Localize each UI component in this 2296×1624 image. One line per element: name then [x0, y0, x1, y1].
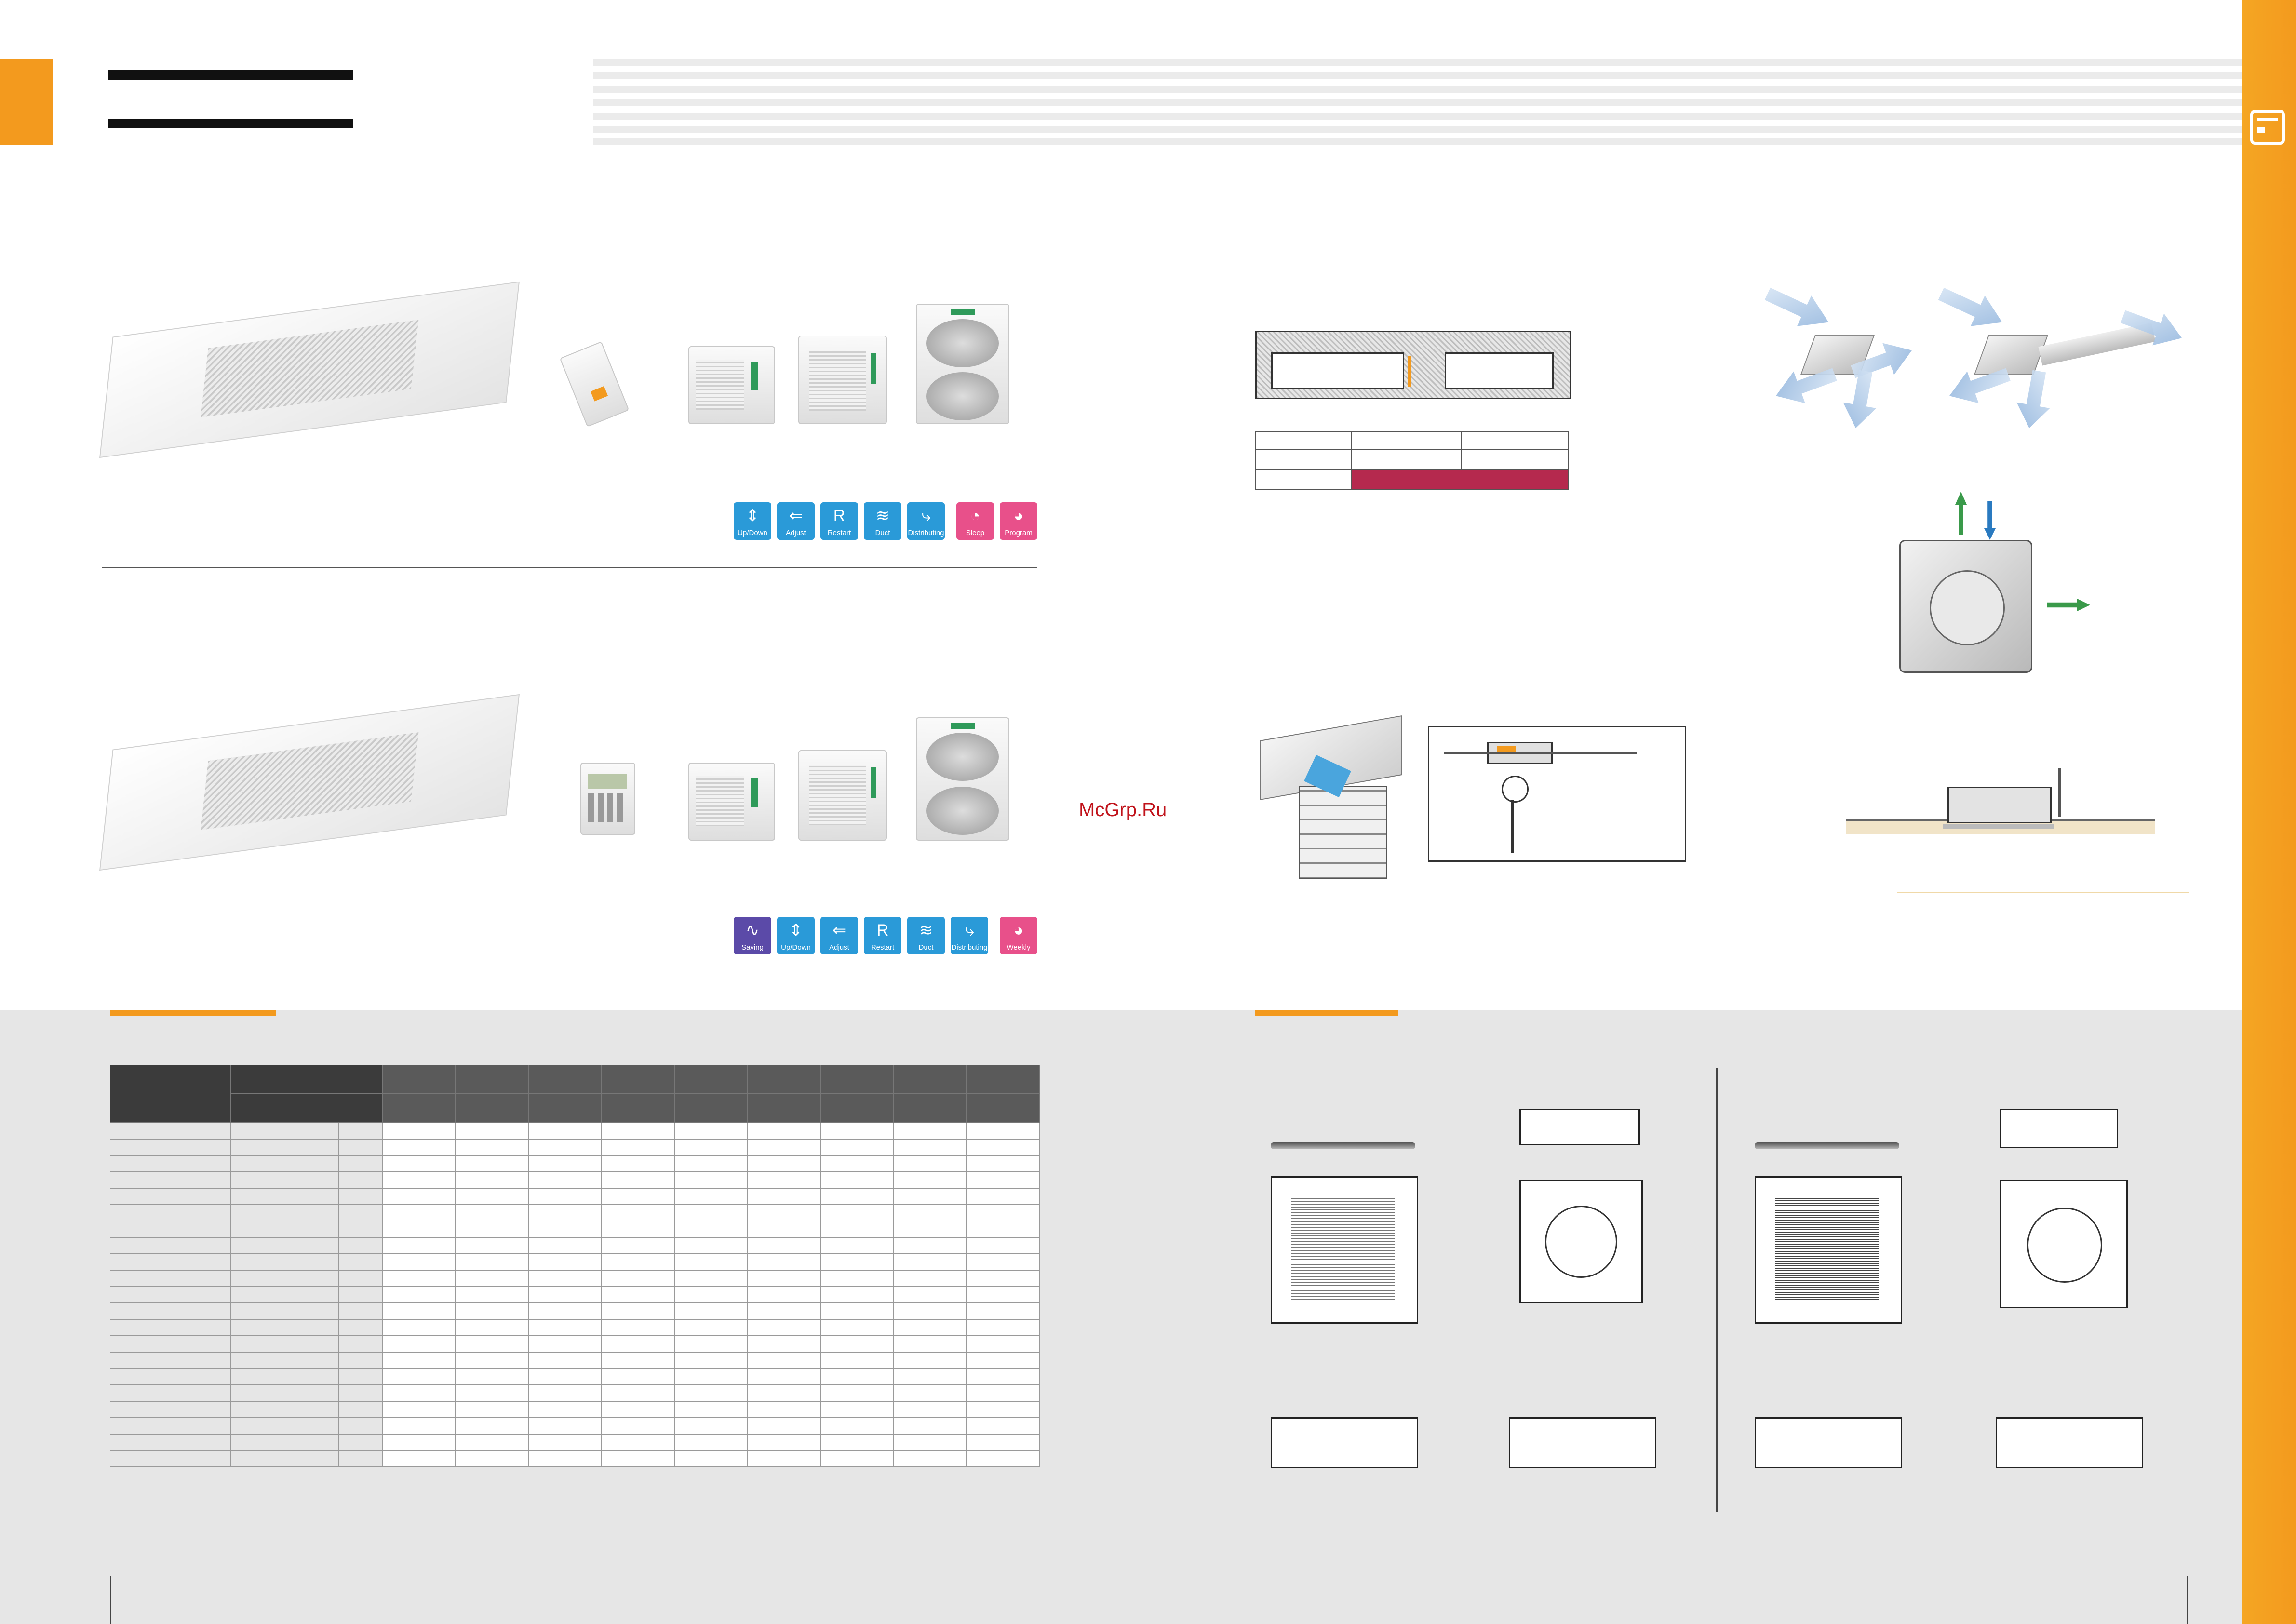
specs-heading-underline: [110, 1010, 276, 1016]
drawings-separator: [1716, 1068, 1718, 1512]
header-stripe-7: [593, 138, 2242, 145]
unit-side-view-drawing-2: [1509, 1417, 1656, 1468]
unit-top-view-drawing: [1519, 1109, 1640, 1145]
feature-distributing-icon: ⤷Distributing: [907, 502, 945, 540]
outdoor-unit-medium-image-2: [798, 750, 887, 841]
dimensions-heading-underline: [1255, 1010, 1398, 1016]
specification-table: [110, 1065, 1040, 1467]
header-stripe-5: [593, 113, 2242, 120]
feature-saving-icon: ∿Saving: [734, 917, 771, 954]
unit-bottom-view-drawing: [1519, 1180, 1643, 1303]
header-stripe-4: [593, 99, 2242, 106]
feature-program-icon: ◕Program: [1000, 502, 1037, 540]
watermark-text: McGrp.Ru: [1079, 799, 1167, 820]
feature-up-down-icon: ⇕Up/Down: [734, 502, 771, 540]
cassette-category-icon[interactable]: [2250, 110, 2285, 145]
cassette-indoor-unit-image-2: [99, 694, 520, 871]
unit-side-view-drawing-3: [1755, 1417, 1902, 1468]
header-stripe-2: [593, 72, 2242, 79]
feature-duct-icon: ≋Duct: [864, 502, 901, 540]
title-bar-top: [108, 70, 353, 80]
unit-bottom-view-drawing-2: [2000, 1180, 2128, 1308]
airflow-diagram-duct: [1928, 277, 2189, 426]
panel-front-view-drawing: [1271, 1176, 1418, 1324]
fresh-air-intake-diagram: [1899, 492, 2111, 680]
service-access-diagram: [1428, 726, 1686, 862]
ceiling-section-diagram: [1255, 331, 1571, 399]
unit-top-view-drawing-2: [2000, 1109, 2118, 1148]
feature-adjust-icon-2: ⇐Adjust: [820, 917, 858, 954]
airflow-diagram-single: [1755, 277, 1928, 426]
ceiling-height-table: [1255, 431, 1569, 490]
wired-controller-image: [580, 763, 635, 835]
outdoor-unit-small-image-2: [688, 763, 775, 841]
feature-up-down-icon-2: ⇕Up/Down: [777, 917, 815, 954]
panel-front-view-drawing-2: [1755, 1176, 1902, 1324]
outdoor-unit-large-image-2: [916, 717, 1009, 841]
section-tab: [0, 59, 53, 145]
unit-side-view-drawing-4: [1996, 1417, 2143, 1468]
outdoor-unit-large-image: [916, 304, 1009, 424]
wireless-remote-image: [559, 341, 630, 427]
feature-duct-icon-2: ≋Duct: [907, 917, 945, 954]
header-stripe-6: [593, 126, 2242, 133]
title-bar-bottom: [108, 119, 353, 128]
panel-side-profile: [1271, 1142, 1415, 1149]
section-divider: [102, 567, 1037, 568]
panel-side-profile-2: [1755, 1142, 1899, 1149]
outdoor-unit-small-image: [688, 346, 775, 424]
feature-adjust-icon: ⇐Adjust: [777, 502, 815, 540]
footer-tick-right: [2187, 1576, 2188, 1624]
cassette-indoor-unit-image: [99, 281, 520, 458]
feature-sleep-icon: ◔Sleep: [956, 502, 994, 540]
outdoor-unit-medium-image: [798, 336, 887, 424]
header-stripe-3: [593, 86, 2242, 93]
footer-tick-left: [110, 1576, 111, 1624]
filter-removal-diagram: [1255, 715, 1410, 882]
header-stripe-1: [593, 59, 2242, 66]
drain-underline: [1897, 892, 2189, 893]
unit-side-view-drawing-1: [1271, 1417, 1418, 1468]
feature-distributing-icon-2: ⤷Distributing: [951, 917, 988, 954]
drain-lift-diagram: [1846, 766, 2160, 901]
side-index-bar: [2242, 0, 2296, 1624]
feature-weekly-icon: ◕Weekly: [1000, 917, 1037, 954]
